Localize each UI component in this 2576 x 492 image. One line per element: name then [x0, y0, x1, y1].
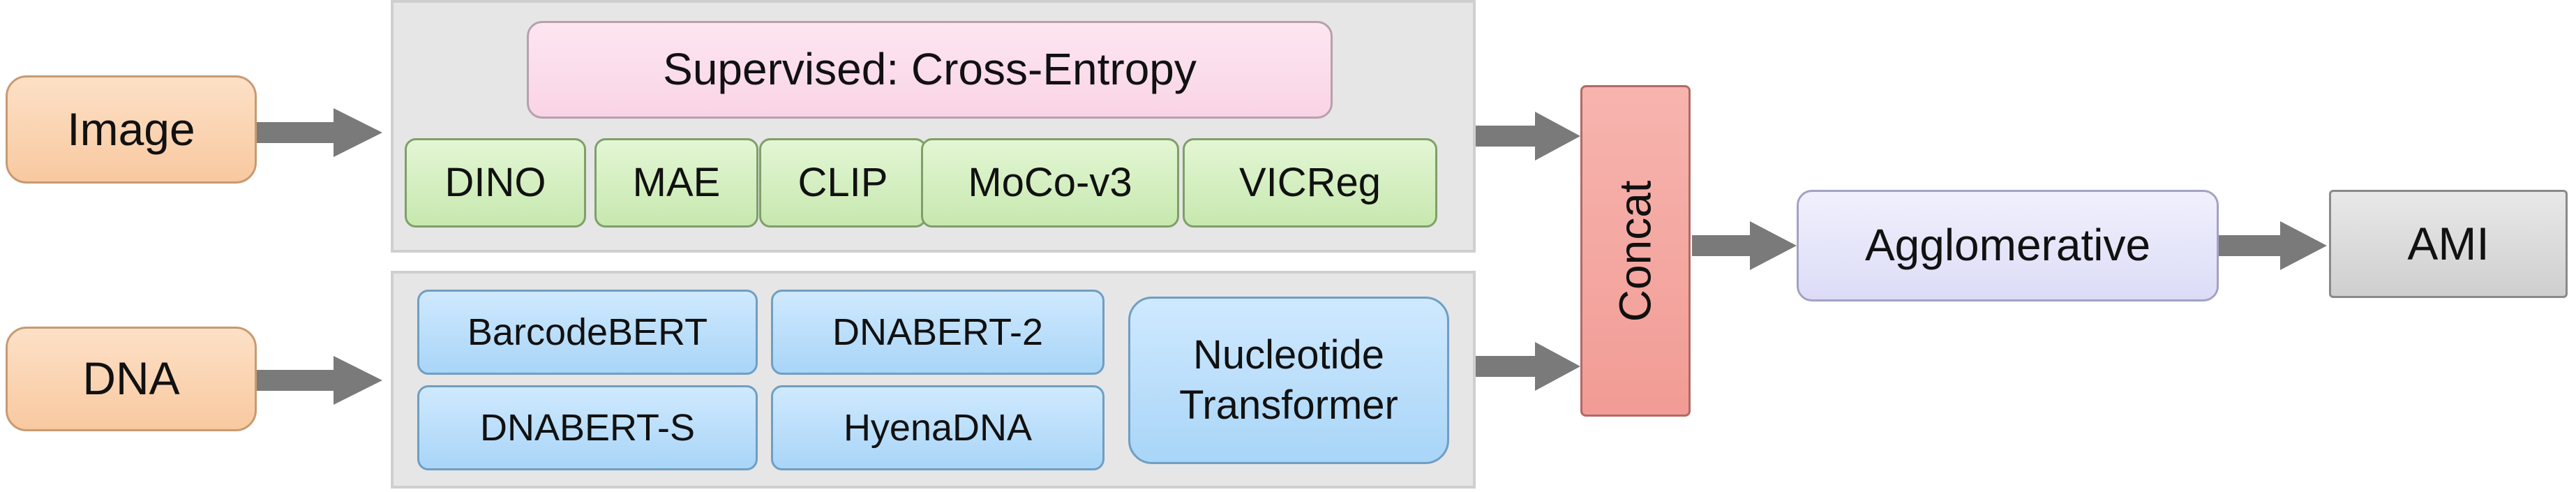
arrow-dna-to-encoders [257, 356, 382, 405]
concat-node: Concat [1580, 85, 1691, 417]
vicreg-label: VICReg [1238, 159, 1381, 205]
nucleotide-transformer-label-line1: Nucleotide [1192, 331, 1385, 378]
image-input-node: Image [6, 75, 257, 184]
moco-v3-node: MoCo-v3 [921, 138, 1179, 228]
dna-input-label: DNA [82, 352, 180, 405]
dnabert-2-node: DNABERT-2 [771, 290, 1104, 375]
dnabert-s-label: DNABERT-S [479, 406, 696, 449]
nucleotide-transformer-node: Nucleotide Transformer [1128, 297, 1449, 464]
arrow-agglomerative-to-ami [2219, 221, 2327, 270]
mae-label: MAE [632, 159, 721, 205]
barcodebert-label: BarcodeBERT [467, 311, 708, 353]
arrow-image-to-encoders [257, 108, 382, 157]
agglomerative-label: Agglomerative [1864, 220, 2151, 271]
agglomerative-node: Agglomerative [1797, 190, 2219, 301]
barcodebert-node: BarcodeBERT [417, 290, 758, 375]
vicreg-node: VICReg [1183, 138, 1437, 228]
dna-input-node: DNA [6, 327, 257, 431]
concat-label: Concat [1610, 180, 1661, 322]
clip-label: CLIP [797, 159, 888, 205]
ami-label: AMI [2407, 217, 2489, 269]
supervised-label: Supervised: Cross-Entropy [663, 44, 1197, 95]
hyenadna-node: HyenaDNA [771, 385, 1104, 470]
ami-node: AMI [2329, 190, 2568, 298]
arrow-dna-encoders-to-concat [1476, 342, 1580, 391]
arrow-image-encoders-to-concat [1476, 112, 1580, 161]
arrow-concat-to-agglomerative [1692, 221, 1797, 270]
moco-v3-label: MoCo-v3 [968, 159, 1132, 205]
dino-label: DINO [444, 159, 546, 205]
dnabert-2-label: DNABERT-2 [832, 311, 1044, 353]
hyenadna-label: HyenaDNA [843, 406, 1033, 449]
dino-node: DINO [405, 138, 586, 228]
nucleotide-transformer-label-line2: Transformer [1179, 382, 1398, 428]
clip-node: CLIP [759, 138, 927, 228]
supervised-cross-entropy-node: Supervised: Cross-Entropy [527, 21, 1333, 119]
mae-node: MAE [594, 138, 758, 228]
dnabert-s-node: DNABERT-S [417, 385, 758, 470]
image-input-label: Image [67, 103, 195, 155]
